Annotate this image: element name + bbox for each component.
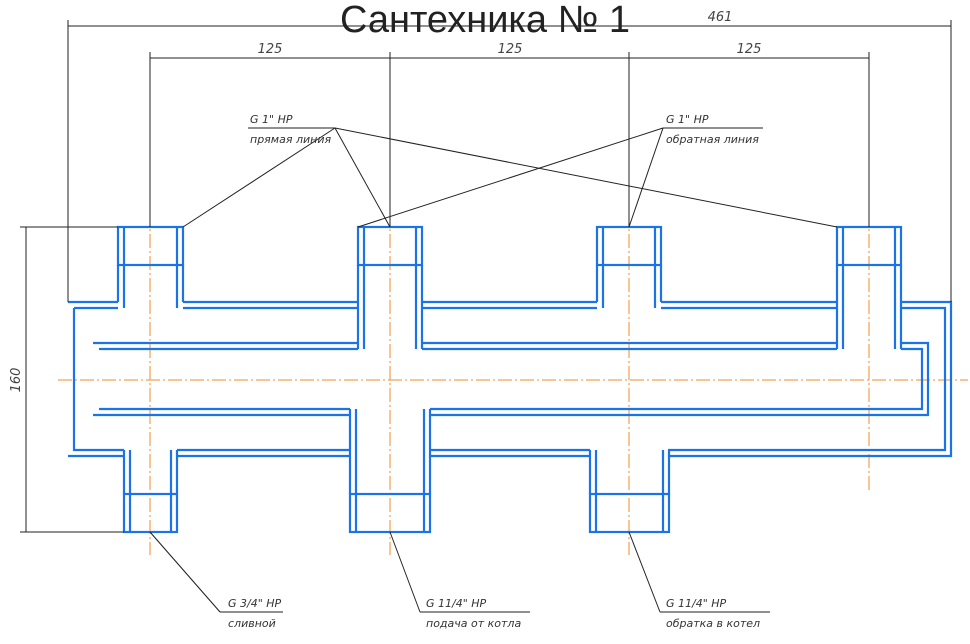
dim-spacing-1: 125 (258, 42, 283, 57)
callout-return: G 11/4" HP обратка в котел (666, 597, 760, 630)
callout-drain: G 3/4" HP сливной (228, 597, 282, 630)
svg-text:сливной: сливной (228, 617, 276, 630)
dim-height: 160 (9, 368, 24, 393)
page-title: Сантехника № 1 (339, 0, 631, 41)
bottom-nipples (122, 409, 671, 534)
svg-text:подача от котла: подача от котла (426, 617, 521, 630)
leader-lines (149, 127, 838, 613)
manifold-body (68, 300, 953, 458)
svg-text:обратная линия: обратная линия (666, 133, 759, 146)
svg-text:G 3/4" HP: G 3/4" HP (228, 597, 282, 610)
callout-top-left: G 1" HP прямая линия (250, 113, 331, 146)
svg-text:прямая линия: прямая линия (250, 133, 331, 146)
callout-top-right: G 1" HP обратная линия (666, 113, 759, 146)
svg-text:G 11/4" HP: G 11/4" HP (426, 597, 487, 610)
dim-spacing-2: 125 (498, 42, 523, 57)
svg-text:G 1" HP: G 1" HP (666, 113, 709, 126)
dimension-lines (20, 20, 952, 533)
callout-supply: G 11/4" HP подача от котла (426, 597, 521, 630)
svg-text:G 11/4" HP: G 11/4" HP (666, 597, 727, 610)
top-nipples (116, 225, 903, 349)
dim-spacing-3: 125 (737, 42, 762, 57)
svg-text:обратка в котел: обратка в котел (666, 617, 760, 630)
svg-text:G 1" HP: G 1" HP (250, 113, 293, 126)
dim-overall: 461 (708, 10, 733, 25)
center-axes (58, 212, 968, 555)
